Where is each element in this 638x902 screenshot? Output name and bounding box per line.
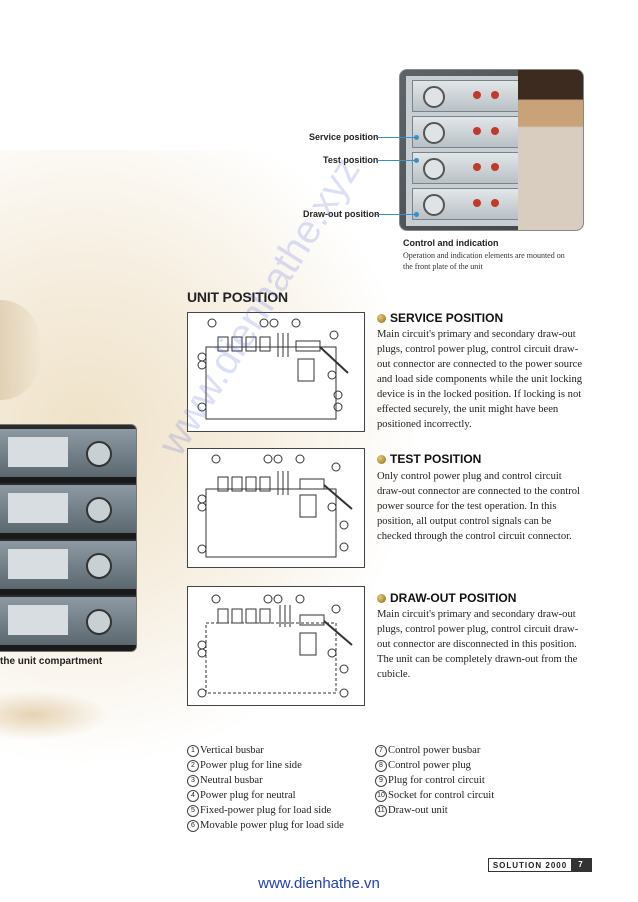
- website-link[interactable]: www.dienhathe.vn: [258, 875, 380, 892]
- diagram-service-position: [187, 312, 365, 432]
- control-indication-description: Operation and indication elements are mo…: [403, 251, 565, 271]
- test-position-heading: TEST POSITION: [377, 452, 481, 466]
- diagram-drawout-position: [187, 586, 365, 706]
- footer-label: SOLUTION 2000: [492, 860, 568, 870]
- drawout-position-text: Main circuit's primary and secondary dra…: [377, 609, 579, 680]
- background-swirl-bottom: [0, 690, 110, 740]
- operator-figure: [518, 70, 583, 230]
- control-indication-title: Control and indication: [403, 238, 499, 248]
- operator-photo: [399, 69, 584, 231]
- compartment-caption: the unit compartment: [0, 656, 103, 667]
- diagram-test-position: [187, 448, 365, 568]
- bullet-icon: [377, 454, 386, 464]
- page-number: 7: [571, 859, 591, 871]
- bullet-icon: [377, 313, 386, 323]
- test-position-text: Only control power plug and control circ…: [377, 471, 580, 542]
- cabinet-photo: [0, 424, 137, 652]
- bullet-icon: [377, 593, 386, 603]
- callout-drawout-position: Draw-out position: [303, 209, 380, 219]
- callout-service-position: Service position: [309, 132, 379, 142]
- footer-bar: SOLUTION 2000 7: [488, 858, 592, 872]
- section-title: UNIT POSITION: [187, 289, 288, 305]
- drawout-position-heading: DRAW-OUT POSITION: [377, 591, 516, 605]
- service-position-text: Main circuit's primary and secondary dra…: [377, 329, 583, 430]
- service-position-heading: SERVICE POSITION: [377, 311, 503, 325]
- callout-test-position: Test position: [323, 155, 379, 165]
